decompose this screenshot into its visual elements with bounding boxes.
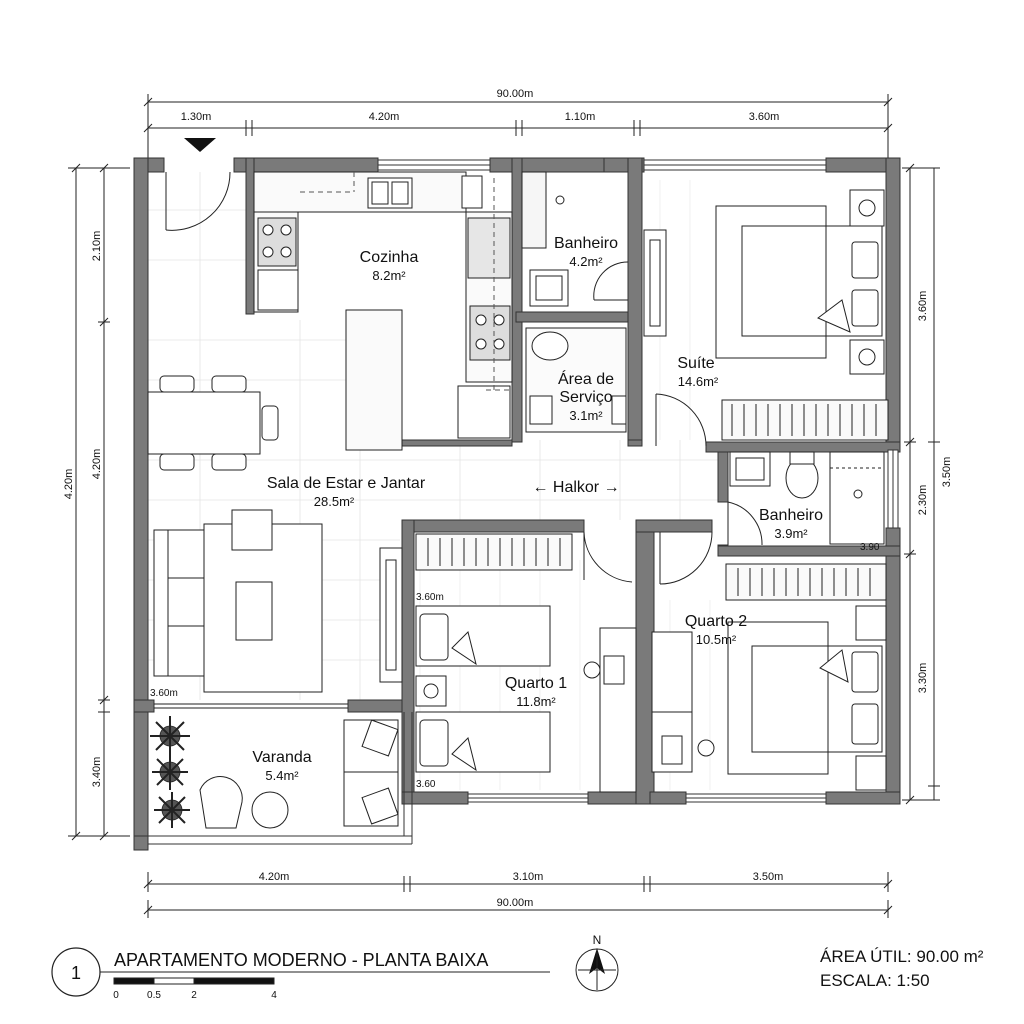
room-label-varanda: Varanda (252, 749, 311, 766)
plant-icons (150, 716, 190, 828)
dim-right-outer: 3.50m (941, 457, 953, 488)
dim-right-inner-3: 3.30m (917, 663, 929, 694)
bathroom-fixtures (521, 171, 627, 433)
room-area-quarto1: 11.8m² (516, 694, 556, 709)
dim-left-seg-2: 4.20m (91, 449, 103, 480)
room-label-sala: Sala de Estar e Jantar (267, 475, 426, 492)
quarto2-closet-lines (737, 568, 871, 596)
room-note-sala: 3.60m (150, 688, 178, 699)
dim-top-seg-3: 1.10m (565, 111, 596, 123)
doors (154, 171, 763, 709)
varanda-railing (148, 712, 413, 845)
living-set (153, 509, 403, 693)
suite-furniture (643, 189, 889, 441)
room-label-quarto1: Quarto 1 (505, 675, 567, 692)
scale-label-2: 2 (191, 990, 197, 1001)
room-label-quarto2: Quarto 2 (685, 613, 747, 630)
room-area-suite: 14.6m² (678, 374, 719, 389)
dim-bottom-seg-2: 3.10m (513, 871, 544, 883)
scale-label-4: 4 (271, 990, 277, 1001)
room-note-quarto1-top: 3.60m (416, 592, 444, 603)
room-note-banheiro-suite: 3.90 (860, 542, 880, 553)
dim-left-outer: 4.20m (63, 469, 75, 500)
scale-label-0: 0 (113, 990, 119, 1001)
dim-top-seg-1: 1.30m (181, 111, 212, 123)
area-util: ÁREA ÚTIL: 90.00 m² (820, 947, 984, 966)
dim-bottom-seg-3: 3.50m (753, 871, 784, 883)
windows (377, 159, 899, 803)
suite-closet-lines (731, 404, 877, 436)
quarto1-furniture (415, 533, 637, 793)
room-label-hall: ← Halkor → (532, 479, 619, 496)
dim-right-inner-1: 3.60m (917, 291, 929, 322)
quarto1-closet-lines (427, 538, 561, 566)
room-area-varanda: 5.4m² (265, 768, 299, 783)
escala: ESCALA: 1:50 (820, 971, 930, 990)
scale-bar (113, 977, 275, 985)
room-label-area-servico-2: Serviço (559, 389, 612, 406)
walls (133, 157, 901, 851)
dim-left-seg-1: 2.10m (91, 231, 103, 262)
room-note-quarto1-bottom: 3.60 (416, 779, 436, 790)
drawing-number: 1 (71, 963, 81, 983)
dim-top-seg-2: 4.20m (369, 111, 400, 123)
room-label-banheiro-suite: Banheiro (759, 507, 823, 524)
drawing-title: APARTAMENTO MODERNO - PLANTA BAIXA (114, 950, 488, 970)
room-area-cozinha: 8.2m² (372, 268, 406, 283)
entrance-arrow-icon (184, 138, 216, 152)
room-area-banheiro: 4.2m² (569, 254, 603, 269)
dim-right-inner-2: 2.30m (917, 485, 929, 516)
title-block: 1 APARTAMENTO MODERNO - PLANTA BAIXA 0 0… (51, 933, 984, 1001)
room-label-suite: Suíte (677, 355, 714, 372)
dim-left-seg-3: 3.40m (91, 757, 103, 788)
room-label-banheiro: Banheiro (554, 235, 618, 252)
room-area-banheiro-suite: 3.9m² (774, 526, 808, 541)
dim-top-seg-4: 3.60m (749, 111, 780, 123)
kitchen-dashed-lines (300, 172, 512, 391)
varanda-furniture (199, 719, 399, 829)
north-label: N (593, 933, 602, 947)
north-arrow-icon (575, 948, 619, 992)
dim-bottom-seg-1: 4.20m (259, 871, 290, 883)
room-area-area-servico: 3.1m² (569, 408, 603, 423)
dim-bottom-total: 90.00m (497, 897, 534, 909)
suite-bath-fixtures (729, 451, 885, 545)
quarto2-furniture (651, 563, 887, 791)
room-area-quarto2: 10.5m² (696, 632, 737, 647)
kitchen-fixtures (253, 171, 513, 451)
room-area-sala: 28.5m² (314, 494, 355, 509)
dining-set (147, 375, 279, 471)
scale-label-05: 0.5 (147, 990, 161, 1001)
dim-top-total: 90.00m (497, 88, 534, 100)
room-label-area-servico-1: Área de (558, 369, 614, 388)
room-label-cozinha: Cozinha (360, 249, 419, 266)
dimension-lines (68, 94, 940, 918)
